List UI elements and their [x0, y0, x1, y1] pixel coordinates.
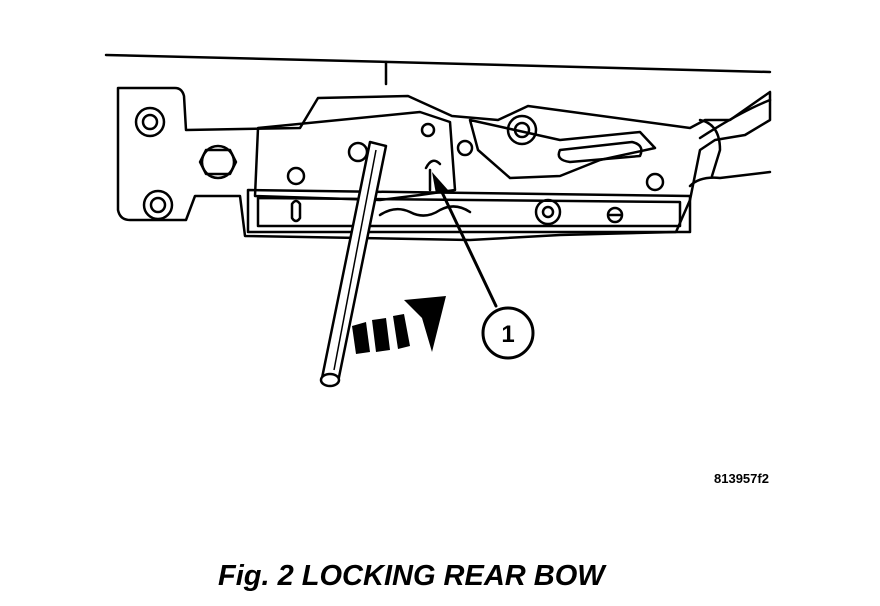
bolt-top-left [134, 106, 166, 138]
hole [645, 172, 665, 192]
callout-arrowhead [432, 172, 448, 194]
latch-plate [246, 188, 692, 234]
roof-rail-line [104, 53, 772, 74]
callout-circle [481, 306, 535, 360]
hole [420, 122, 436, 138]
callout-leader [438, 186, 498, 308]
spring [378, 205, 472, 217]
mounting-bracket [116, 86, 772, 242]
slot [290, 199, 302, 223]
bolt-lower-mid [534, 198, 562, 226]
bolt-upper-mid [506, 114, 538, 146]
hole [347, 141, 369, 163]
latch-plate-inner [256, 196, 682, 228]
callout-number: 1 [501, 321, 514, 348]
hex-nut [200, 144, 236, 180]
figure-code: 813957f2 [714, 471, 769, 486]
rod-tool [319, 140, 388, 388]
bolt-bottom-left [142, 189, 174, 221]
cable-slot [557, 140, 643, 164]
figure-caption: Fig. 2 LOCKING REAR BOW [218, 560, 605, 592]
hole [286, 166, 306, 186]
rotation-arrow-icon [352, 296, 446, 354]
hole [456, 139, 474, 157]
